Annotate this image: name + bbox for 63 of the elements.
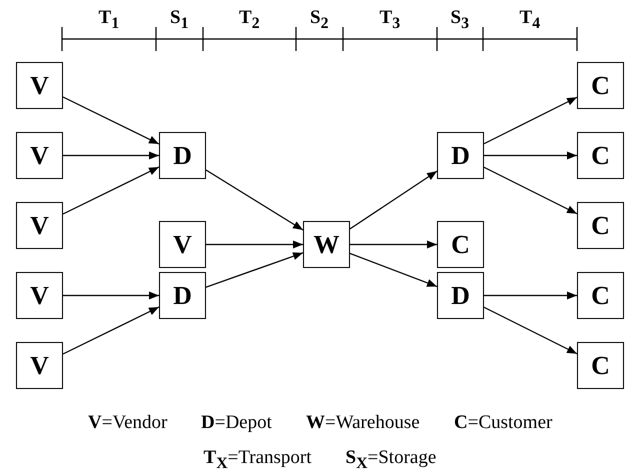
arrow: [63, 292, 159, 300]
node-letter: V: [30, 212, 49, 238]
interval-label: T$_{4}$: [520, 8, 540, 32]
arrow: [206, 240, 303, 248]
interval-label: T$_{3}$: [380, 8, 400, 32]
node-box: [16, 62, 63, 109]
arrow: [62, 96, 160, 145]
arrow: [350, 252, 438, 288]
node-box: [437, 132, 484, 179]
arrow: [484, 96, 578, 144]
node-box: [577, 272, 624, 319]
arrow: [484, 292, 577, 300]
node-letter: D: [451, 142, 470, 168]
interval-label: T$_{1}$: [98, 8, 120, 32]
interval-label: S$_{1}$: [170, 8, 188, 32]
node-letter: V: [173, 232, 192, 258]
node-letter: V: [30, 142, 49, 168]
node-letter: D: [173, 282, 192, 308]
key-text: W=Warehouse: [306, 413, 420, 434]
node-letter: W: [314, 232, 340, 258]
node-box: [159, 132, 206, 179]
node-letter: C: [591, 142, 610, 168]
key-text: C=Customer: [454, 413, 552, 434]
arrow: [206, 170, 304, 230]
arrow: [484, 152, 577, 160]
arrow: [62, 166, 160, 215]
key-text: V=Vendor: [88, 413, 168, 434]
node-letter: V: [30, 352, 49, 378]
node-box: [159, 272, 206, 319]
node-letter: C: [591, 352, 610, 378]
node-letter: D: [173, 142, 192, 168]
node-letter: D: [451, 282, 470, 308]
arrow: [350, 170, 438, 230]
interval-label: S$_{3}$: [450, 8, 469, 32]
node-box: [303, 221, 350, 268]
arrow: [206, 252, 304, 288]
node-box: [159, 221, 206, 268]
node-box: [577, 202, 624, 249]
arrow: [484, 166, 578, 214]
interval-label: S$_{2}$: [310, 8, 328, 32]
node-letter: C: [591, 282, 610, 308]
node-letter: V: [30, 282, 49, 308]
node-box: [437, 272, 484, 319]
node-box: [16, 132, 63, 179]
node-box: [16, 272, 63, 319]
node-box: [577, 132, 624, 179]
node-letter: C: [591, 72, 610, 98]
node-letter: C: [451, 232, 470, 258]
arrow: [62, 306, 160, 355]
node-box: [437, 221, 484, 268]
arrow: [63, 152, 159, 160]
key-text: S$_{X}$=Storage: [346, 448, 436, 472]
node-letter: C: [591, 212, 610, 238]
node-box: [577, 342, 624, 389]
node-box: [16, 342, 63, 389]
node-box: [16, 202, 63, 249]
arrow: [484, 306, 578, 354]
node-letter: V: [30, 72, 49, 98]
node-box: [577, 62, 624, 109]
arrow: [350, 240, 437, 248]
interval-label: T$_{2}$: [239, 8, 260, 32]
key-text: T$_{X}$=Transport: [204, 448, 312, 472]
key-text: D=Depot: [201, 413, 272, 434]
